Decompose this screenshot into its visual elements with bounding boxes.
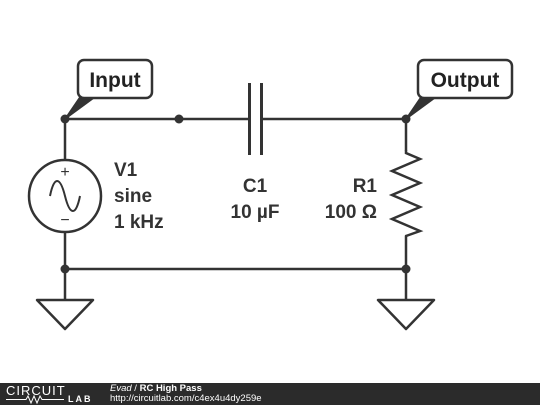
capacitor-value-label: 10 µF (231, 202, 280, 223)
logo-bottom-row: LAB (6, 394, 106, 404)
circuit-title: RC High Pass (139, 383, 202, 394)
circuit-meta: Evad / RC High Pass http://circuitlab.co… (110, 384, 262, 404)
source-name-label: V1 (114, 160, 138, 181)
voltage-source-v1[interactable]: + − (27, 158, 103, 234)
resistor-value-label: 100 Ω (325, 202, 377, 223)
input-callout[interactable]: Input (64, 58, 154, 120)
circuit-url-link[interactable]: http://circuitlab.com/c4ex4u4dy259e (110, 393, 262, 404)
capacitor-name-label: C1 (243, 176, 268, 197)
junction-bottom-right (401, 264, 411, 274)
input-callout-box (76, 58, 154, 100)
source-minus-symbol: − (60, 212, 69, 229)
junction-bottom-left (60, 264, 70, 274)
resistor-r1[interactable] (388, 150, 424, 238)
author-link[interactable]: Evad (110, 383, 132, 394)
output-callout-label: Output (431, 69, 500, 92)
footer-bar: CIRCUIT LAB Evad / RC High Pass http://c… (0, 383, 540, 405)
source-plus-symbol: + (60, 164, 69, 181)
logo-resistor-icon (6, 395, 64, 404)
capacitor-c1[interactable] (248, 83, 263, 155)
output-callout[interactable]: Output (405, 58, 514, 120)
source-type-label: sine (114, 186, 152, 207)
logo-circuit-text: CIRCUIT (6, 383, 66, 398)
junction-top-middle (174, 114, 184, 124)
input-callout-pointer (64, 96, 96, 120)
logo-lab-text: LAB (68, 394, 93, 404)
source-frequency-label: 1 kHz (114, 212, 164, 233)
input-callout-label: Input (89, 69, 140, 92)
output-callout-pointer (405, 96, 437, 120)
ground-left-icon (35, 298, 95, 331)
meta-title-line: Evad / RC High Pass (110, 384, 262, 394)
meta-separator: / (131, 383, 140, 394)
resistor-name-label: R1 (353, 176, 378, 197)
output-callout-box (416, 58, 514, 100)
circuitlab-logo[interactable]: CIRCUIT LAB (6, 384, 106, 404)
ground-right-icon (376, 298, 436, 331)
sine-wave-icon (49, 180, 81, 212)
